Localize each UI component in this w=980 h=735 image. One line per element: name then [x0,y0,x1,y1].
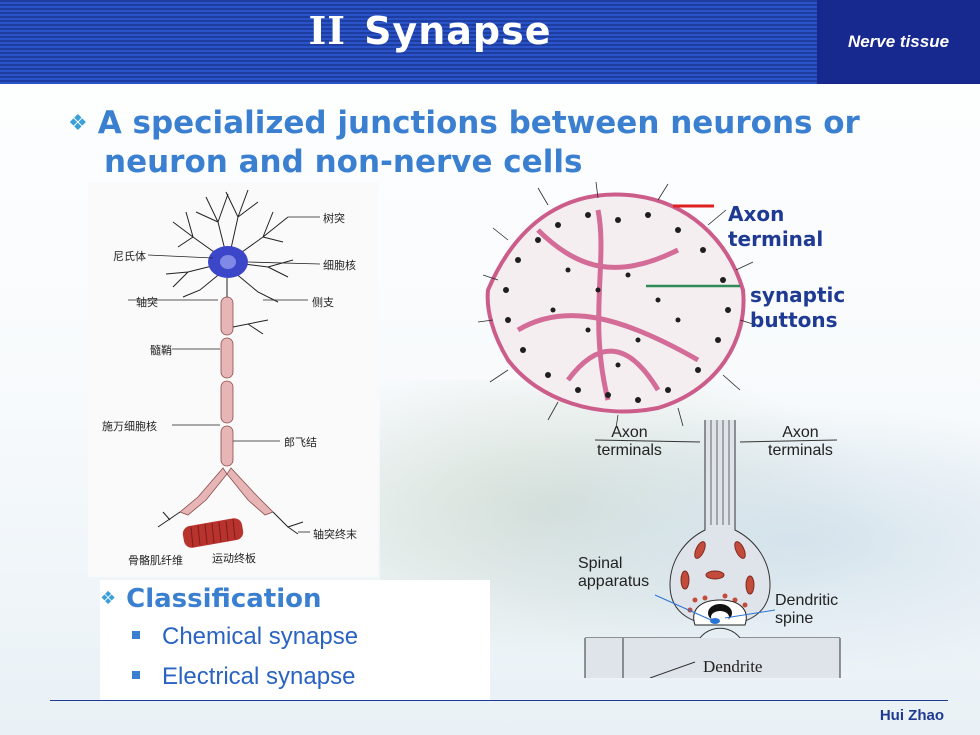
label-axon-terminal: Axon terminal [728,202,823,252]
label-axon-terminal-line1: Axon [728,202,785,226]
list-item-text: Electrical synapse [162,663,356,690]
footer-divider [50,700,948,701]
title-bar: II Synapse Nerve tissue [0,0,980,84]
label-muscle-fiber: 骨骼肌纤维 [128,554,183,567]
label-dendrite: 树突 [323,212,345,225]
label-motor-endplate: 运动终板 [212,552,256,565]
label-axon-terminals-right-2: terminals [768,442,833,459]
label-dendritic-spine: Dendritic spine [775,592,838,628]
slide-title: II Synapse [0,8,860,53]
axon-terminal-illustration [477,180,758,429]
diamond-bullet-icon: ❖ [68,111,88,136]
classification-heading: ❖ Classification [100,584,321,614]
label-node-of-ranvier: 郎飞结 [284,436,317,449]
label-dendritic-spine-1: Dendritic [775,592,839,609]
author-name: Hui Zhao [879,707,944,724]
label-axon-terminal-cn: 轴突终末 [313,528,357,541]
diamond-bullet-icon: ❖ [100,588,117,609]
slide-title-text: Synapse [364,9,552,53]
neuron-diagram: 树突 尼氏体 细胞核 轴突 侧支 髓鞘 施万细胞核 郎飞结 轴突终末 骨骼肌纤维… [88,182,378,577]
label-axon-terminals-right: Axon terminals [768,424,833,460]
section-tag: Nerve tissue [817,0,980,84]
label-nucleus: 细胞核 [323,259,356,272]
label-axon: 轴突 [136,296,158,309]
label-axon-terminals-right-1: Axon [782,424,819,441]
label-synaptic-buttons: synaptic buttons [750,283,845,333]
main-bullet-line2: neuron and non-nerve cells [104,144,583,180]
label-collateral: 侧支 [312,296,334,309]
synapse-schematic: Axon terminals Axon terminals Spinal app… [575,420,850,679]
list-item-chemical-synapse: Chemical synapse [132,623,359,651]
label-schwann-nucleus: 施万细胞核 [102,420,157,433]
list-item-text: Chemical synapse [162,623,359,650]
section-numeral: II [308,8,347,53]
label-synaptic-buttons-line2: buttons [750,308,838,332]
label-dendrite: Dendrite [703,657,763,676]
label-axon-terminals-left-1: Axon [611,424,648,441]
label-dendritic-spine-2: spine [775,610,814,627]
label-nissl-body: 尼氏体 [113,250,146,263]
label-myelin: 髓鞘 [150,344,172,357]
square-bullet-icon [132,671,140,679]
neuron-illustration [128,189,321,548]
square-bullet-icon [132,631,140,639]
classification-block: ❖ Classification Chemical synapse Electri… [100,580,490,700]
label-spinal-apparatus-1: Spinal [578,555,623,572]
main-bullet: ❖ A specialized junctions between neurons… [68,104,948,181]
label-axon-terminals-left-2: terminals [597,442,662,459]
label-synaptic-buttons-line1: synaptic [750,283,846,307]
list-item-electrical-synapse: Electrical synapse [132,663,356,691]
label-spinal-apparatus: Spinal apparatus [578,555,649,591]
label-spinal-apparatus-2: apparatus [578,573,650,590]
label-axon-terminals-left: Axon terminals [597,424,662,460]
main-bullet-line1: A specialized junctions between neurons … [97,105,860,141]
classification-heading-text: Classification [126,584,322,614]
label-axon-terminal-line2: terminal [728,227,824,251]
